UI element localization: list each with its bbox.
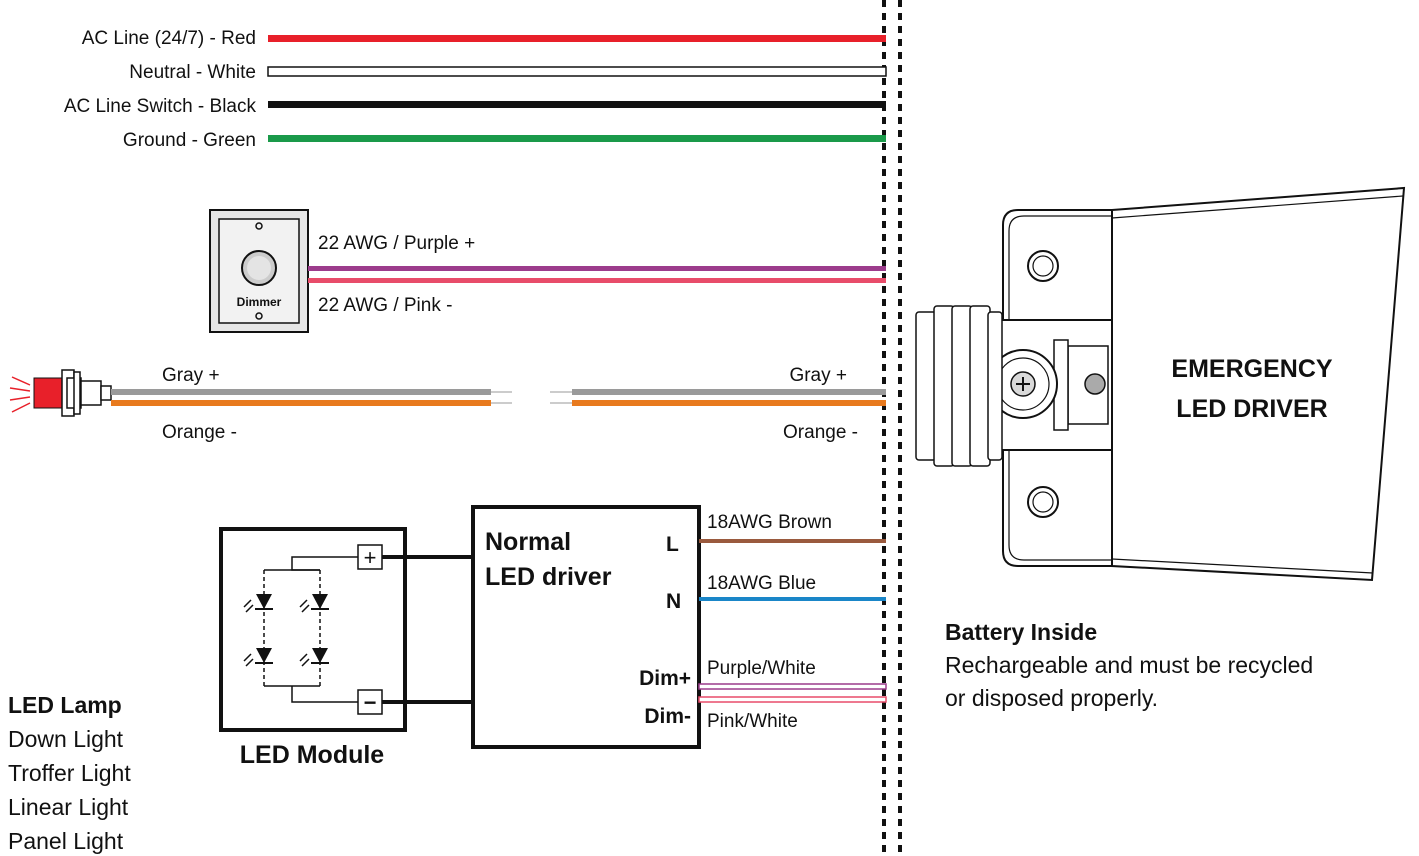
lamp-item: Down Light — [8, 726, 124, 752]
emergency-driver: EMERGENCY LED DRIVER — [915, 186, 1406, 582]
label-pink-white: Pink/White — [707, 711, 798, 732]
wire-brown — [699, 539, 886, 543]
wire-gray-left — [111, 389, 491, 395]
label-ac-green: Ground - Green — [123, 130, 256, 151]
lamp-legend: LED Lamp Down Light Troffer Light Linear… — [8, 692, 131, 854]
wire-pink-white — [698, 696, 887, 703]
lamp-item: Panel Light — [8, 828, 124, 854]
dimmer-label: Dimmer — [237, 295, 282, 309]
led-diode-icon — [299, 648, 329, 667]
label-brown: 18AWG Brown — [707, 512, 832, 533]
emergency-title-1: EMERGENCY — [1171, 355, 1332, 383]
driver-title-2: LED driver — [485, 563, 612, 591]
wire-black — [268, 101, 886, 108]
wire-pink — [308, 278, 886, 283]
led-diode-icon — [243, 594, 273, 613]
dimmer-wires: 22 AWG / Purple + 22 AWG / Pink - — [308, 233, 886, 316]
enclosure-boundary — [882, 0, 902, 856]
wire-white — [267, 66, 887, 77]
label-blue: 18AWG Blue — [707, 573, 816, 594]
wire-orange-right — [572, 400, 886, 406]
label-dimmer-pink: 22 AWG / Pink - — [318, 295, 452, 316]
module-minus-label: − — [364, 690, 377, 715]
label-ac-white: Neutral - White — [129, 62, 256, 83]
wire-gray-right — [572, 389, 886, 395]
lamp-item: Troffer Light — [8, 760, 131, 786]
battery-line-2: or disposed properly. — [945, 685, 1158, 711]
label-purple-white: Purple/White — [707, 658, 816, 679]
normal-led-driver: Normal LED driver L N Dim+ Dim- — [471, 505, 701, 749]
dimmer-switch: Dimmer — [209, 209, 309, 333]
wire-orange-left — [111, 400, 491, 406]
battery-title: Battery Inside — [945, 619, 1097, 645]
led-diode-icon — [299, 594, 329, 613]
lamp-item: Linear Light — [8, 794, 129, 820]
module-title: LED Module — [240, 741, 385, 769]
driver-output-wires: 18AWG Brown 18AWG Blue Purple/White Pink… — [698, 512, 887, 732]
wire-blue — [699, 597, 886, 601]
ac-wires: AC Line (24/7) - Red Neutral - White AC … — [64, 28, 887, 151]
wire-red — [268, 35, 886, 42]
battery-note: Battery Inside Rechargeable and must be … — [945, 619, 1313, 711]
module-plus-terminal — [357, 544, 383, 570]
driver-dim-plus: Dim+ — [639, 667, 691, 690]
label-ac-black: AC Line Switch - Black — [64, 96, 257, 117]
driver-dim-minus: Dim- — [644, 705, 691, 728]
test-switch — [9, 369, 112, 417]
wire-purple — [308, 266, 886, 271]
light-rays-icon — [9, 376, 31, 413]
wire-purple-white — [698, 683, 887, 690]
label-orange-left: Orange - — [162, 422, 237, 443]
lamp-title: LED Lamp — [8, 692, 122, 718]
label-gray-left: Gray + — [162, 365, 220, 386]
label-gray-right: Gray + — [789, 365, 847, 386]
label-ac-red: AC Line (24/7) - Red — [82, 28, 256, 49]
led-module: + − LED Module — [219, 527, 407, 769]
battery-line-1: Rechargeable and must be recycled — [945, 652, 1313, 678]
wire-green — [268, 135, 886, 142]
module-plus-label: + — [364, 545, 377, 570]
led-diode-icon — [243, 648, 273, 667]
driver-l-terminal: L — [666, 533, 679, 556]
label-orange-right: Orange - — [783, 422, 858, 443]
driver-n-terminal: N — [666, 590, 681, 613]
module-minus-terminal — [357, 689, 383, 715]
indicator-led-icon — [1084, 373, 1106, 395]
test-switch-wires: Gray + Orange - Gray + Orange - — [111, 365, 886, 443]
driver-title-1: Normal — [485, 528, 571, 556]
threaded-connector — [915, 305, 1003, 467]
emergency-title-2: LED DRIVER — [1176, 395, 1327, 423]
module-driver-wires — [382, 555, 473, 704]
test-button-icon — [33, 377, 63, 409]
label-dimmer-purple: 22 AWG / Purple + — [318, 233, 475, 254]
